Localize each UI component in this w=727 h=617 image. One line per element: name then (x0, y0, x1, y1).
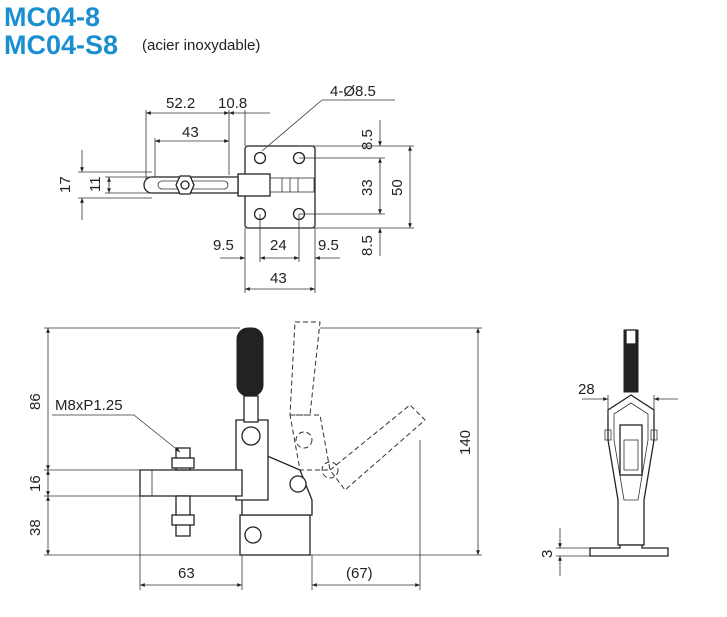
end-view: 28 3 (539, 329, 678, 576)
model-title-2-note: (acier inoxydable) (142, 37, 261, 54)
dim-holes: 4-Ø8.5 (330, 83, 376, 100)
dim-9-5-right: 9.5 (318, 237, 339, 254)
arm-side (139, 469, 243, 497)
dim-43-top: 43 (182, 124, 199, 141)
dim-140: 140 (457, 430, 474, 455)
side-view: M8xP1.25 86 16 38 140 63 (67) (27, 321, 482, 590)
mount-hole-tl (253, 151, 267, 165)
dim-50: 50 (389, 179, 406, 196)
dim-86: 86 (27, 393, 44, 410)
ghost-handle-open (289, 321, 321, 416)
model-title-1: MC04-8 (4, 2, 101, 32)
thread-label: M8xP1.25 (55, 397, 123, 414)
dim-8-5-bottom: 8.5 (359, 235, 376, 256)
base-end (589, 544, 669, 557)
dim-28: 28 (578, 381, 595, 398)
pivot-lower (244, 526, 262, 544)
dim-67: (67) (346, 565, 373, 582)
link-end (619, 424, 643, 476)
base-side (239, 514, 311, 556)
dim-52-2: 52.2 (166, 95, 195, 112)
dim-10-8: 10.8 (218, 95, 247, 112)
dim-11: 11 (87, 176, 104, 192)
clamp-body-top (237, 173, 271, 197)
handle-shaft-side (243, 395, 259, 423)
dim-24: 24 (270, 237, 287, 254)
top-view: 52.2 10.8 43 4-Ø8.5 17 11 8.5 33 8.5 50 (57, 83, 414, 293)
dim-3: 3 (539, 550, 556, 558)
dim-9-5-left: 9.5 (213, 237, 234, 254)
handle-top (269, 177, 315, 193)
dim-8-5-top: 8.5 (359, 129, 376, 150)
dim-43-bottom: 43 (270, 270, 287, 287)
handle-grip-side (236, 327, 264, 397)
dim-38: 38 (27, 519, 44, 536)
dim-33: 33 (359, 179, 376, 196)
pivot-upper (289, 475, 307, 493)
model-title-2: MC04-S8 (4, 30, 119, 60)
dim-16: 16 (27, 475, 44, 492)
dim-17: 17 (57, 176, 74, 193)
dim-63: 63 (178, 565, 195, 582)
ghost-arm-open (329, 404, 426, 491)
